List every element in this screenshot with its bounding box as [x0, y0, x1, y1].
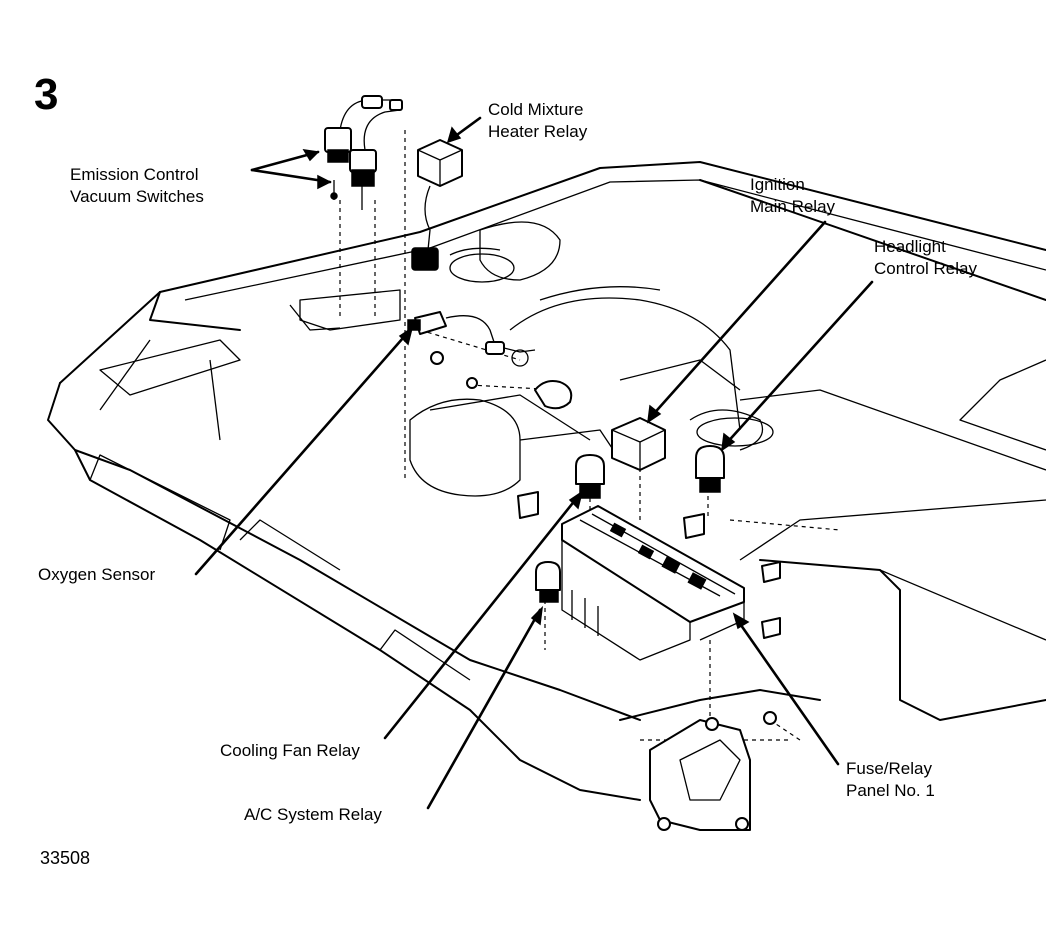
label-ignition-main: Ignition Main Relay: [750, 174, 835, 218]
label-fuse-relay-panel-line2: Panel No. 1: [846, 781, 935, 800]
mounting-bracket-icon: [649, 717, 751, 831]
vacuum-switch-icon: [324, 95, 403, 210]
label-cold-mixture: Cold Mixture Heater Relay: [488, 99, 587, 143]
label-headlight-control: Headlight Control Relay: [874, 236, 977, 280]
relay-icon: [517, 417, 781, 725]
vehicle-body-outline: [47, 161, 1046, 801]
label-cold-mixture-line2: Heater Relay: [488, 122, 588, 141]
label-emission-control-line2: Vacuum Switches: [70, 187, 204, 206]
label-ignition-main-line1: Ignition: [750, 175, 805, 194]
label-cold-mixture-line1: Cold Mixture: [488, 100, 584, 119]
label-ac-system-line1: A/C System Relay: [244, 805, 382, 824]
label-fuse-relay-panel: Fuse/Relay Panel No. 1: [846, 758, 935, 802]
label-fuse-relay-panel-line1: Fuse/Relay: [846, 759, 932, 778]
label-cooling-fan-line1: Cooling Fan Relay: [220, 741, 360, 760]
figure-number: 3: [34, 70, 59, 119]
label-ignition-main-line2: Main Relay: [750, 197, 836, 216]
dashed-guide-lines: [339, 130, 841, 741]
pointer-lines: [194, 116, 874, 810]
label-emission-control: Emission Control Vacuum Switches: [70, 164, 204, 208]
engine-outline: [409, 221, 774, 497]
label-headlight-control-line1: Headlight: [874, 237, 946, 256]
oxygen-sensor-icon: [407, 311, 573, 410]
label-emission-control-line1: Emission Control: [70, 165, 199, 184]
label-oxygen-sensor: Oxygen Sensor: [38, 564, 155, 586]
relay-icon: [289, 139, 463, 331]
reference-code: 33508: [40, 848, 91, 868]
fuse-relay-panel-icon: [561, 505, 745, 661]
label-oxygen-sensor-line1: Oxygen Sensor: [38, 565, 156, 584]
label-cooling-fan: Cooling Fan Relay: [220, 740, 360, 762]
label-headlight-control-line2: Control Relay: [874, 259, 977, 278]
label-ac-system: A/C System Relay: [244, 804, 382, 826]
